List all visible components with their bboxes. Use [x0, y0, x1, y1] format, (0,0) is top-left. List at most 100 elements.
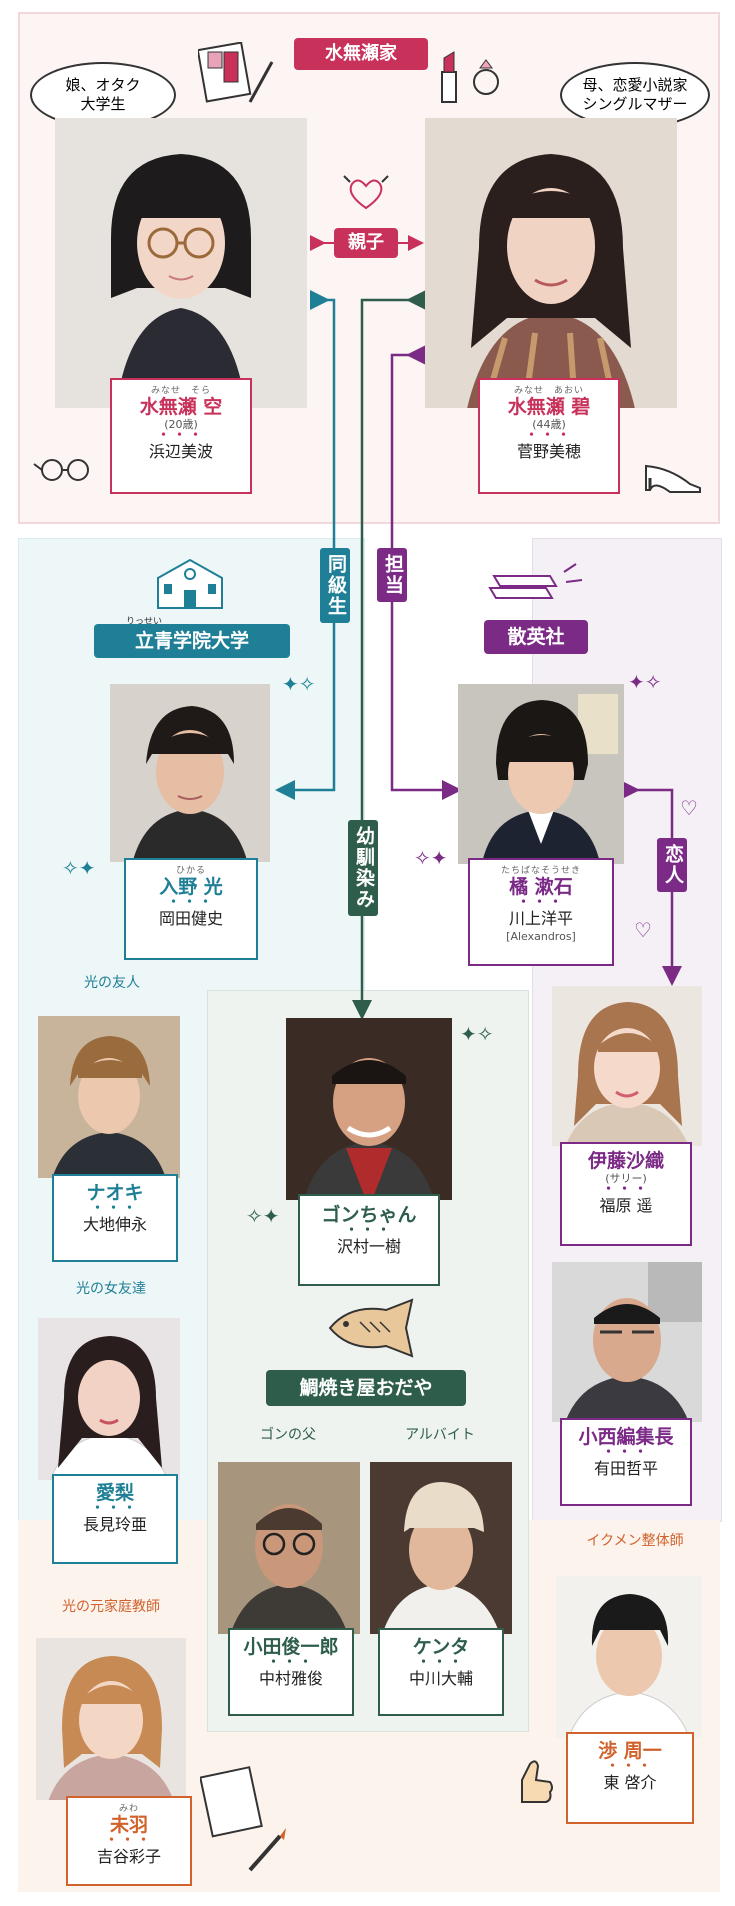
naoki-actor: 大地伸永 [82, 1215, 147, 1234]
thumbs-up-icon [521, 1760, 553, 1803]
note-airi: 光の女友達 [76, 1281, 146, 1297]
books-icon [488, 563, 583, 599]
naoki-name: ナオキ [86, 1182, 144, 1204]
photo-gon [286, 1018, 452, 1200]
photo-saori [552, 986, 702, 1146]
note-tutor: 光の元家庭教師 [62, 1599, 160, 1615]
family-label-rissei: 立青学院大学 [94, 624, 290, 658]
card-konishi: 小西編集長 ・・・ 有田哲平 [560, 1418, 692, 1506]
soseki-actor-sub: [Alexandros] [506, 930, 576, 943]
photo-sora [55, 118, 307, 408]
relation-oyako: 親子 [334, 228, 398, 258]
sparkle-icon: ✦✧ [460, 1022, 494, 1046]
photo-hikaru [110, 684, 270, 862]
card-gon: ゴンちゃん ・・・ 沢村一樹 [298, 1194, 440, 1286]
hikaru-name: 入野 光 [159, 876, 223, 898]
soseki-name: 橘 漱石 [509, 876, 573, 898]
konishi-dots: ・・・ [601, 1445, 650, 1460]
photo-miu [36, 1638, 186, 1800]
kenta-dots: ・・・ [416, 1655, 465, 1670]
taiyaki-fish-icon [328, 1298, 414, 1358]
heel-shoe-icon [645, 464, 701, 493]
kenta-name: ケンタ [412, 1636, 470, 1658]
relation-osananajimi: 幼馴染み [348, 820, 378, 916]
doukyusei-line [275, 290, 336, 800]
aoi-ruby: みなせ あおい [513, 386, 584, 396]
card-sora: みなせ そら 水無瀬 空 (20歳) ・・・ 浜辺美波 [110, 378, 252, 494]
sparkle-icon: ✧✦ [62, 856, 96, 880]
sora-name: 水無瀬 空 [139, 396, 223, 418]
hearts-doodle-icon [343, 175, 389, 210]
note-arubaito: アルバイト [405, 1427, 475, 1443]
sparkle-icon: ✦✧ [628, 670, 662, 694]
aoi-dots: ・・・ [524, 428, 573, 443]
hikaru-ruby: ひかる [175, 866, 206, 876]
relation-koibito: 恋人 [657, 838, 687, 892]
konishi-name: 小西編集長 [578, 1426, 674, 1448]
card-aoi: みなせ あおい 水無瀬 碧 (44歳) ・・・ 菅野美穂 [478, 378, 620, 494]
sora-age: (20歳) [164, 418, 198, 431]
relation-tantou: 担当 [377, 548, 407, 602]
card-saori: 伊藤沙織 (サリー) ・・・ 福原 遥 [560, 1142, 692, 1246]
photo-shu [556, 1576, 702, 1738]
shu-dots: ・・・ [605, 1759, 654, 1774]
lipstick-ring-icon [441, 51, 499, 103]
saori-actor: 福原 遥 [599, 1196, 653, 1215]
shunichiro-actor: 中村雅俊 [258, 1669, 323, 1688]
naoki-dots: ・・・ [90, 1201, 139, 1216]
note-odaya-father: ゴンの父 [260, 1427, 316, 1443]
note-ikumen: イクメン整体師 [586, 1533, 684, 1549]
sparkle-icon: ✧✦ [246, 1204, 280, 1228]
card-shunichiro: 小田俊一郎 ・・・ 中村雅俊 [228, 1628, 354, 1716]
bubble-aoi-text: 母、恋愛小説家 シングルマザー [582, 76, 688, 113]
aoi-actor: 菅野美穂 [516, 442, 581, 461]
photo-airi [38, 1318, 180, 1480]
konishi-actor: 有田哲平 [593, 1459, 658, 1478]
miu-name: 未羽 [109, 1814, 148, 1836]
kenta-actor: 中川大輔 [408, 1669, 473, 1688]
card-naoki: ナオキ ・・・ 大地伸永 [52, 1174, 178, 1262]
saori-dots: ・・・ [601, 1182, 650, 1197]
airi-dots: ・・・ [90, 1501, 139, 1516]
miu-dots: ・・・ [104, 1833, 153, 1848]
note-naoki: 光の友人 [84, 975, 140, 991]
saori-name: 伊藤沙織 [587, 1150, 664, 1172]
sora-ruby: みなせ そら [150, 386, 211, 396]
rissei-ruby: りっせい [126, 617, 163, 627]
shunichiro-dots: ・・・ [266, 1655, 315, 1670]
sparkle-icon: ✦✧ [282, 672, 316, 696]
speech-bubble-aoi: 母、恋愛小説家 シングルマザー [560, 62, 710, 128]
osananajimi-line [352, 290, 426, 1020]
gon-name: ゴンちゃん [321, 1204, 417, 1226]
gon-dots: ・・・ [344, 1223, 393, 1238]
soseki-actor: 川上洋平 [508, 909, 573, 928]
card-shu: 渉 周一 ・・・ 東 啓介 [566, 1732, 694, 1824]
manga-pages-icon [198, 42, 274, 103]
miu-actor: 吉谷彩子 [96, 1847, 161, 1866]
soseki-ruby: たちばなそうせき [500, 866, 581, 876]
shu-actor: 東 啓介 [603, 1773, 657, 1792]
shu-name: 渉 周一 [598, 1740, 662, 1762]
miu-ruby: みわ [118, 1804, 139, 1814]
aoi-age: (44歳) [532, 418, 566, 431]
soseki-dots: ・・・ [516, 895, 565, 910]
airi-name: 愛梨 [95, 1482, 134, 1504]
card-miu: みわ 未羽 ・・・ 吉谷彩子 [66, 1796, 192, 1886]
card-kenta: ケンタ ・・・ 中川大輔 [378, 1628, 504, 1716]
family-label-minase: 水無瀬家 [294, 38, 428, 70]
koibito-line [620, 780, 682, 986]
airi-actor: 長見玲亜 [82, 1515, 147, 1534]
saori-sub: (サリー) [605, 1172, 647, 1185]
relation-doukyusei: 同級生 [320, 548, 350, 623]
aoi-name: 水無瀬 碧 [507, 396, 591, 418]
photo-naoki [38, 1016, 180, 1178]
hikaru-actor: 岡田健史 [158, 909, 223, 928]
photo-aoi [425, 118, 677, 408]
family-label-sanei: 散英社 [484, 620, 588, 654]
shunichiro-name: 小田俊一郎 [243, 1636, 339, 1658]
heart-icon: ♡ [634, 918, 652, 942]
card-hikaru: ひかる 入野 光 ・・・ 岡田健史 [124, 858, 258, 960]
sparkle-icon: ✧✦ [414, 846, 448, 870]
gon-actor: 沢村一樹 [336, 1237, 401, 1256]
